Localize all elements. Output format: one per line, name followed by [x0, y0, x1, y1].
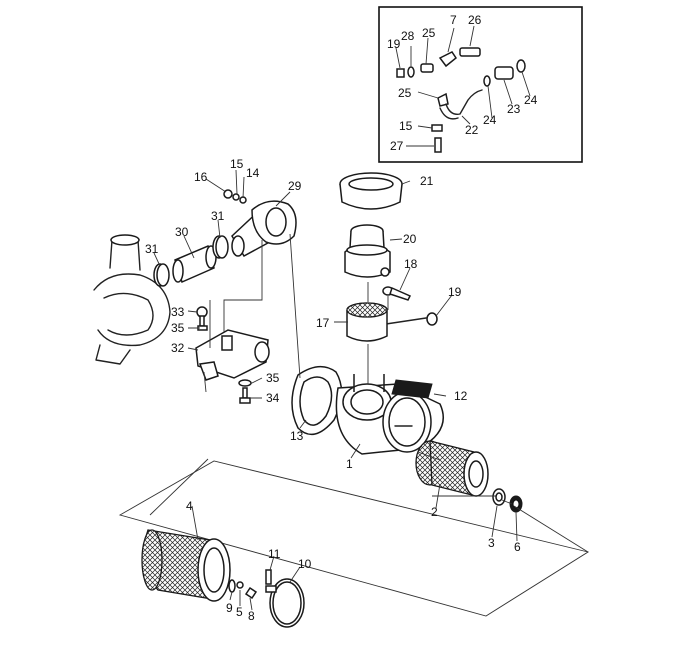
- label-18: 18: [404, 257, 418, 271]
- inner-filter-2: [415, 440, 489, 497]
- label-9: 9: [226, 601, 233, 615]
- inset-ring-28: [407, 66, 415, 78]
- label-inset-22: 22: [465, 123, 479, 137]
- turbo-housing: [93, 234, 171, 365]
- precleaner-20: [344, 224, 391, 278]
- label-3: 3: [488, 536, 495, 550]
- clamp-band-10: [265, 578, 305, 628]
- label-21: 21: [420, 174, 434, 188]
- label-4: 4: [186, 499, 193, 513]
- label-inset-28: 28: [401, 29, 415, 43]
- housing-1: [335, 374, 444, 455]
- inset-elbow-7: [438, 51, 458, 68]
- label-inset-23: 23: [507, 102, 521, 116]
- tube-17: [346, 302, 388, 342]
- label-inset-26: 26: [468, 13, 482, 27]
- inset-washer-19: [396, 68, 405, 78]
- bolt-18: [382, 286, 412, 301]
- label-plate-12: [391, 379, 433, 399]
- elbow-pipe-29: [231, 200, 297, 258]
- label-17: 17: [316, 316, 330, 330]
- label-inset-19: 19: [387, 37, 401, 51]
- label-12: 12: [454, 389, 468, 403]
- label-inset-27: 27: [390, 139, 404, 153]
- label-5: 5: [236, 605, 243, 619]
- inset-fitting-25-bottom: [437, 92, 449, 107]
- label-inset-24a: 24: [483, 113, 497, 127]
- label-inset-24b: 24: [524, 93, 538, 107]
- label-31-left: 31: [145, 242, 159, 256]
- small-hardware-9-5-8-11: [228, 569, 272, 600]
- inset-connector-23: [494, 66, 514, 80]
- inset-leaders: [395, 25, 531, 147]
- inset-washer-24a: [483, 75, 491, 87]
- label-30: 30: [175, 225, 189, 239]
- hose-30: [172, 244, 217, 284]
- clamp-31-left: [153, 263, 170, 287]
- label-14: 14: [246, 166, 260, 180]
- label-33: 33: [171, 305, 185, 319]
- label-1: 1: [346, 457, 353, 471]
- bracket-32: [195, 329, 270, 381]
- label-35-top: 35: [171, 321, 185, 335]
- inset-frame: [378, 6, 583, 163]
- bolt-33: [196, 306, 208, 331]
- inset-hose-22b: [439, 107, 459, 120]
- label-2: 2: [431, 505, 438, 519]
- label-10: 10: [298, 557, 312, 571]
- inset-fitting-25-top: [420, 63, 434, 73]
- label-34: 34: [266, 391, 280, 405]
- label-20: 20: [403, 232, 417, 246]
- label-leaders: [153, 169, 518, 611]
- label-inset-7: 7: [450, 13, 457, 27]
- inset-washer-24b: [516, 59, 526, 73]
- inset-detail: 19 28 25 7 26 25 24 23 24 22 15 27: [378, 6, 583, 163]
- inset-bolt-27: [434, 137, 442, 153]
- label-29: 29: [288, 179, 302, 193]
- assembly-lines: [149, 233, 589, 553]
- outer-filter-4: [141, 529, 231, 602]
- inset-clip-15: [431, 124, 443, 132]
- label-inset-25b: 25: [398, 86, 412, 100]
- label-15: 15: [230, 157, 244, 171]
- label-32: 32: [171, 341, 185, 355]
- clamp-31-right: [212, 235, 229, 259]
- inset-bolt-26: [459, 47, 481, 57]
- bolt-34-35: [238, 379, 252, 404]
- label-11: 11: [268, 547, 281, 561]
- cap-19: [385, 312, 438, 326]
- label-35-bottom: 35: [266, 371, 280, 385]
- label-8: 8: [248, 609, 255, 623]
- label-31-right: 31: [211, 209, 225, 223]
- label-16: 16: [194, 170, 208, 184]
- label-inset-15: 15: [399, 119, 413, 133]
- label-19: 19: [448, 285, 462, 299]
- label-inset-25a: 25: [422, 26, 436, 40]
- gasket-13: [291, 366, 343, 436]
- cap-21: [339, 172, 403, 210]
- inset-hose-22: [445, 89, 483, 115]
- label-13: 13: [290, 429, 304, 443]
- washer-3: [492, 488, 506, 506]
- label-6: 6: [514, 540, 521, 554]
